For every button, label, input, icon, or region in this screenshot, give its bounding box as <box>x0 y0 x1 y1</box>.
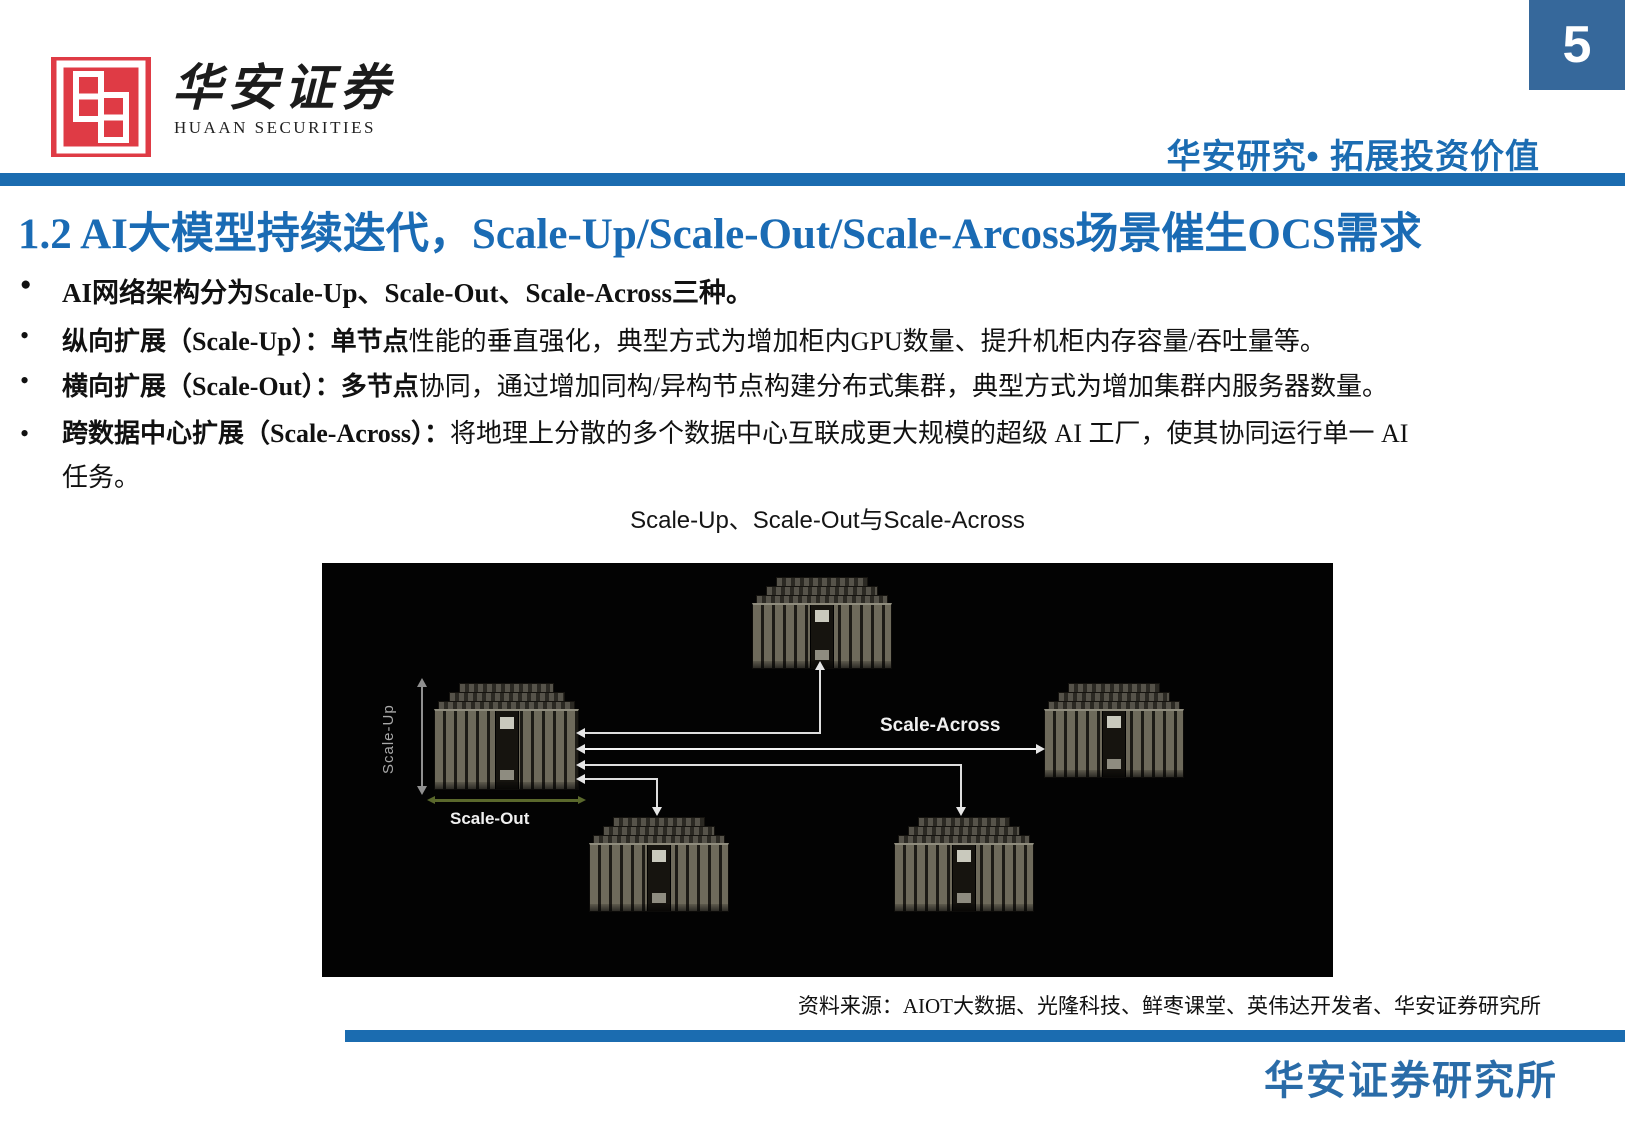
server-rack-left <box>434 683 579 790</box>
rack-crown <box>894 817 1034 843</box>
arrowhead-left-icon <box>576 774 585 784</box>
scale-across-line <box>585 748 1037 750</box>
rack-body <box>434 709 579 790</box>
connector-bottom-left-vertical <box>656 778 658 809</box>
source-note: 资料来源：AIOT大数据、光隆科技、鲜枣课堂、英伟达开发者、华安证券研究所 <box>797 994 1541 1018</box>
brand-name-cn: 华安证券 <box>172 58 396 117</box>
footer-rule <box>345 1030 1625 1042</box>
diagram-panel: Scale-Up Scale-Out Scale-Across <box>322 563 1333 977</box>
rack-body <box>1044 709 1184 778</box>
arrowhead-left-icon <box>576 760 585 770</box>
scale-up-arrow <box>421 687 423 787</box>
research-slogan: 华安研究• 拓展投资价值 <box>1166 138 1540 176</box>
server-rack-bottom-left <box>589 817 729 912</box>
bullet-item: • 跨数据中心扩展（Scale-Across）：将地理上分散的多个数据中心互联成… <box>20 412 1408 500</box>
page-title: 1.2 AI大模型持续迭代，Scale-Up/Scale-Out/Scale-A… <box>18 211 1422 258</box>
server-rack-right <box>1044 683 1184 778</box>
connector-bottom-right <box>585 764 962 766</box>
bullet-item: • 纵向扩展（Scale-Up）：单节点性能的垂直强化，典型方式为增加柜内GPU… <box>20 321 1326 358</box>
rack-center-column <box>494 711 519 789</box>
bullet-bold: 横向扩展（Scale-Out）：多节点 <box>62 372 419 401</box>
page-number: 5 <box>1562 16 1592 74</box>
bullet-bold: AI网络架构分为Scale-Up、Scale-Out、Scale-Across三… <box>62 278 753 308</box>
arrowhead-down-icon <box>417 786 427 795</box>
connector-top-vertical <box>819 670 821 733</box>
server-rack-top <box>752 577 892 669</box>
connector-top <box>585 732 821 734</box>
bullet-marker: • <box>20 321 30 350</box>
rack-center-column <box>1102 711 1126 777</box>
figure-caption: Scale-Up、Scale-Out与Scale-Across <box>630 507 1025 534</box>
arrowhead-down-icon <box>652 807 662 816</box>
connector-bottom-right-vertical <box>960 764 962 809</box>
rack-crown <box>752 577 892 603</box>
bullet-text: 协同，通过增加同构/异构节点构建分布式集群，典型方式为增加集群内服务器数量。 <box>418 372 1388 401</box>
bullet-item: ● AI网络架构分为Scale-Up、Scale-Out、Scale-Acros… <box>20 271 753 310</box>
rack-body <box>894 843 1034 912</box>
arrowhead-left-icon <box>576 744 585 754</box>
brand-name-en: HUAAN SECURITIES <box>174 118 376 137</box>
scale-across-label: Scale-Across <box>880 715 1001 736</box>
rack-center-column <box>647 845 671 911</box>
rack-crown <box>589 817 729 843</box>
bullet-bold: 跨数据中心扩展（Scale-Across）： <box>62 419 451 448</box>
connector-bottom-left <box>585 778 658 780</box>
scale-up-label: Scale-Up <box>380 704 397 774</box>
arrowhead-down-icon <box>956 807 966 816</box>
bullet-bold: 纵向扩展（Scale-Up）：单节点 <box>62 327 409 356</box>
bullet-marker: ● <box>20 274 32 295</box>
arrowhead-left-icon <box>427 796 435 804</box>
footer-institute: 华安证券研究所 <box>1264 1059 1558 1103</box>
huaan-logo-icon <box>51 56 151 158</box>
bullet-marker: • <box>20 366 30 395</box>
bullet-text: 性能的垂直强化，典型方式为增加柜内GPU数量、提升机柜内存容量/吞吐量等。 <box>408 327 1326 356</box>
server-rack-bottom-right <box>894 817 1034 912</box>
rack-crown <box>1044 683 1184 709</box>
rack-center-column <box>810 605 834 668</box>
rack-body <box>589 843 729 912</box>
page-number-badge: 5 <box>1529 0 1625 90</box>
rack-body <box>752 603 892 669</box>
rack-crown <box>434 683 579 709</box>
scale-out-label: Scale-Out <box>450 809 530 828</box>
arrowhead-right-icon <box>1036 744 1045 754</box>
arrowhead-right-icon <box>578 796 586 804</box>
header-rule <box>0 173 1625 186</box>
bullet-marker: • <box>20 419 30 448</box>
arrowhead-up-icon <box>417 678 427 687</box>
bullet-text-line2: 任务。 <box>62 463 141 492</box>
bullet-text: 将地理上分散的多个数据中心互联成更大规模的超级 AI 工厂，使其协同运行单一 A… <box>450 419 1409 448</box>
arrowhead-left-icon <box>576 728 585 738</box>
arrowhead-up-icon <box>815 661 825 670</box>
rack-center-column <box>952 845 976 911</box>
bullet-item: • 横向扩展（Scale-Out）：多节点协同，通过增加同构/异构节点构建分布式… <box>20 366 1388 403</box>
scale-out-arrow <box>434 799 579 802</box>
